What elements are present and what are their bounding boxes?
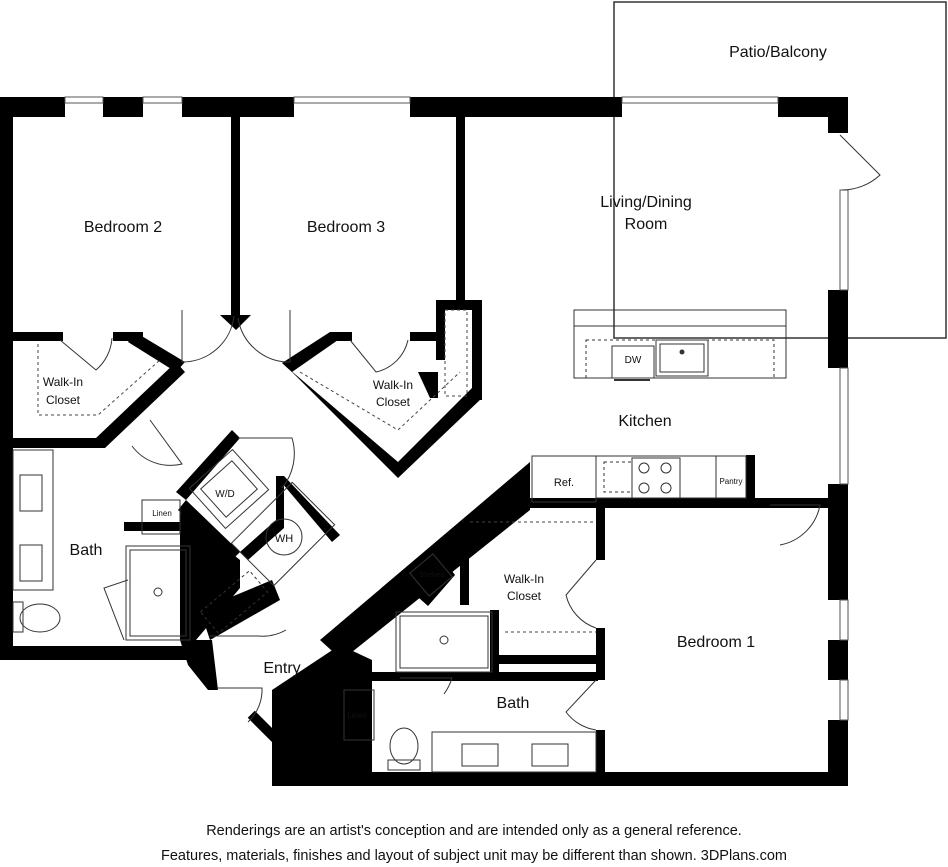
water-heater-label: WH [275, 533, 293, 545]
washer-dryer-label: W/D [215, 489, 234, 500]
interior-walls [13, 117, 828, 786]
walkin-closet-2-label-2: Closet [376, 395, 411, 409]
floor-plan: Patio/Balcony Bedroom 2 Bedroom 3 Living… [0, 1, 947, 786]
bath-right-label: Bath [497, 695, 530, 712]
living-dining-label: Living/Dining [600, 194, 692, 211]
living-room-label: Room [625, 216, 668, 233]
windows [64, 96, 849, 721]
patio-balcony [613, 1, 947, 339]
bath-left-fixtures [12, 449, 191, 641]
walkin-closet-3-label-2: Closet [507, 589, 542, 603]
refrigerator-label: Ref. [554, 477, 574, 489]
closet-shelves [37, 309, 596, 633]
walkin-closet-3-label: Walk-In [504, 572, 544, 586]
bath-left-label: Bath [70, 542, 103, 559]
dishwasher-label: DW [625, 355, 642, 366]
linen-left-label: Linen [152, 509, 172, 518]
entry-label: Entry [263, 660, 300, 677]
door-swings [59, 134, 881, 731]
shelves-label: Shelves [420, 572, 445, 579]
bedroom-2-label: Bedroom 2 [84, 219, 162, 236]
bedroom-3-label: Bedroom 3 [307, 219, 385, 236]
walkin-closet-1-label-2: Closet [46, 393, 81, 407]
laundry-fixtures [188, 448, 336, 634]
walkin-closet-1-label: Walk-In [43, 375, 83, 389]
kitchen-label: Kitchen [618, 413, 671, 430]
patio-balcony-label: Patio/Balcony [729, 44, 827, 61]
linen-right-label: Linen [347, 711, 367, 720]
exterior-walls [0, 97, 848, 786]
bedroom-1-label: Bedroom 1 [677, 634, 755, 651]
pantry-label: Pantry [719, 477, 742, 486]
disclaimer-line-2: Features, materials, finishes and layout… [161, 848, 787, 864]
kitchen-counter [531, 455, 747, 503]
walkin-closet-2-label: Walk-In [373, 378, 413, 392]
kitchen-island [573, 309, 787, 381]
disclaimer-line-1: Renderings are an artist's conception an… [206, 823, 742, 839]
bath-right-fixtures [343, 553, 597, 773]
